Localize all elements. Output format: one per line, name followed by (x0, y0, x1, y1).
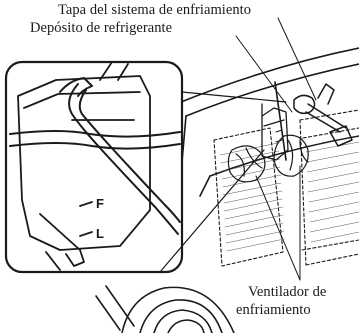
coolant-reservoir-label: Depósito de refrigerante (30, 20, 173, 36)
cooling-fan-right (273, 134, 309, 177)
cooling-fan-label-line1: Ventilador de (248, 284, 327, 300)
inset-magnified-view (4, 60, 287, 274)
reservoir-leader-line (235, 35, 293, 113)
full-level-line (79, 201, 93, 207)
cooling-system-cap-label: Tapa del sistema de enfriamiento (58, 2, 252, 18)
cooling-system-cap-small (293, 83, 353, 147)
wheel-arch (95, 285, 235, 333)
reservoir-level-marks: F L (79, 196, 104, 241)
radiator-core-hatching (219, 141, 359, 252)
coolant-reservoir-small (261, 103, 289, 161)
cap-leader-line (277, 17, 317, 101)
full-mark: F (96, 196, 104, 211)
reservoir-level-marks-small (275, 129, 283, 143)
leader-lines (235, 17, 317, 281)
low-mark: L (96, 226, 104, 241)
fan-leader-line-left (255, 175, 301, 281)
low-level-line (79, 231, 93, 237)
coolant-hose (9, 77, 181, 235)
cooling-fan-label-line2: enfriamiento (236, 302, 311, 318)
coolant-reservoir-large (17, 61, 151, 271)
vehicle-body-outline (175, 47, 359, 209)
